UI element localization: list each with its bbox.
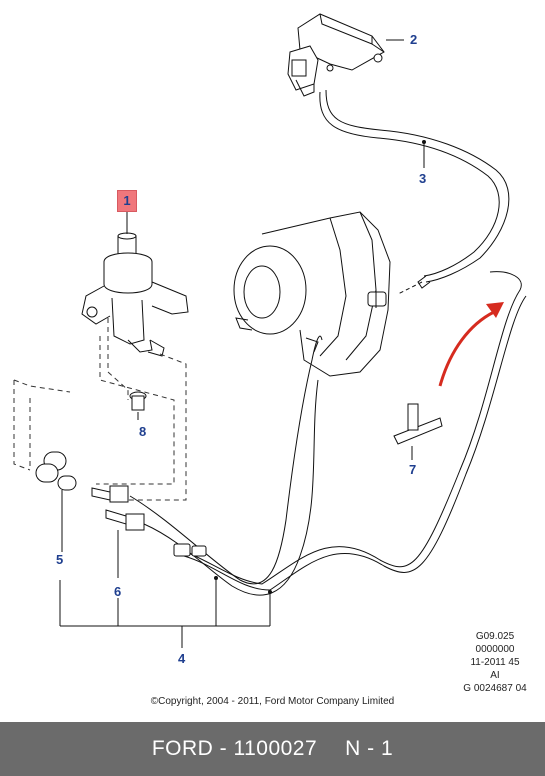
part-2-bracket (287, 13, 385, 97)
direction-arrow (438, 302, 504, 387)
callout-3: 3 (419, 171, 427, 186)
part-8-bolt (129, 391, 147, 420)
callout-7: 7 (409, 462, 417, 477)
assembly-outline (13, 318, 187, 501)
part-7-tee (393, 403, 443, 460)
callout-1: 1 (117, 190, 137, 212)
reference-line-2: 0000000 (475, 644, 515, 655)
drawing-reference: G09.025 0000000 11-2011 45 AI G 0024687 … (452, 630, 538, 695)
part-quantity: N - 1 (345, 737, 394, 760)
part-number: FORD - 1100027 (151, 737, 318, 760)
parts-diagram (13, 13, 527, 648)
reference-line-1: G09.025 (475, 631, 515, 642)
vacuum-unit (233, 211, 391, 377)
reference-line-4: AI (490, 670, 500, 681)
reference-line-5: G 0024687 04 (463, 683, 527, 694)
part-3-hose (319, 89, 510, 295)
callout-5: 5 (56, 552, 64, 567)
part-1-valve (81, 232, 189, 357)
callout-2: 2 (410, 32, 418, 47)
copyright-notice: ©Copyright, 2004 - 2011, Ford Motor Comp… (150, 696, 395, 707)
leader-lines (59, 39, 425, 648)
part-4-hoses (129, 271, 527, 596)
reference-line-3: 11-2011 45 (470, 657, 520, 668)
callout-4: 4 (178, 651, 186, 666)
callout-8: 8 (139, 424, 147, 439)
part-footer: FORD - 1100027 N - 1 (0, 722, 545, 776)
part-5-caps (35, 451, 77, 548)
part-6-connectors (91, 485, 145, 578)
callout-6: 6 (114, 584, 122, 599)
